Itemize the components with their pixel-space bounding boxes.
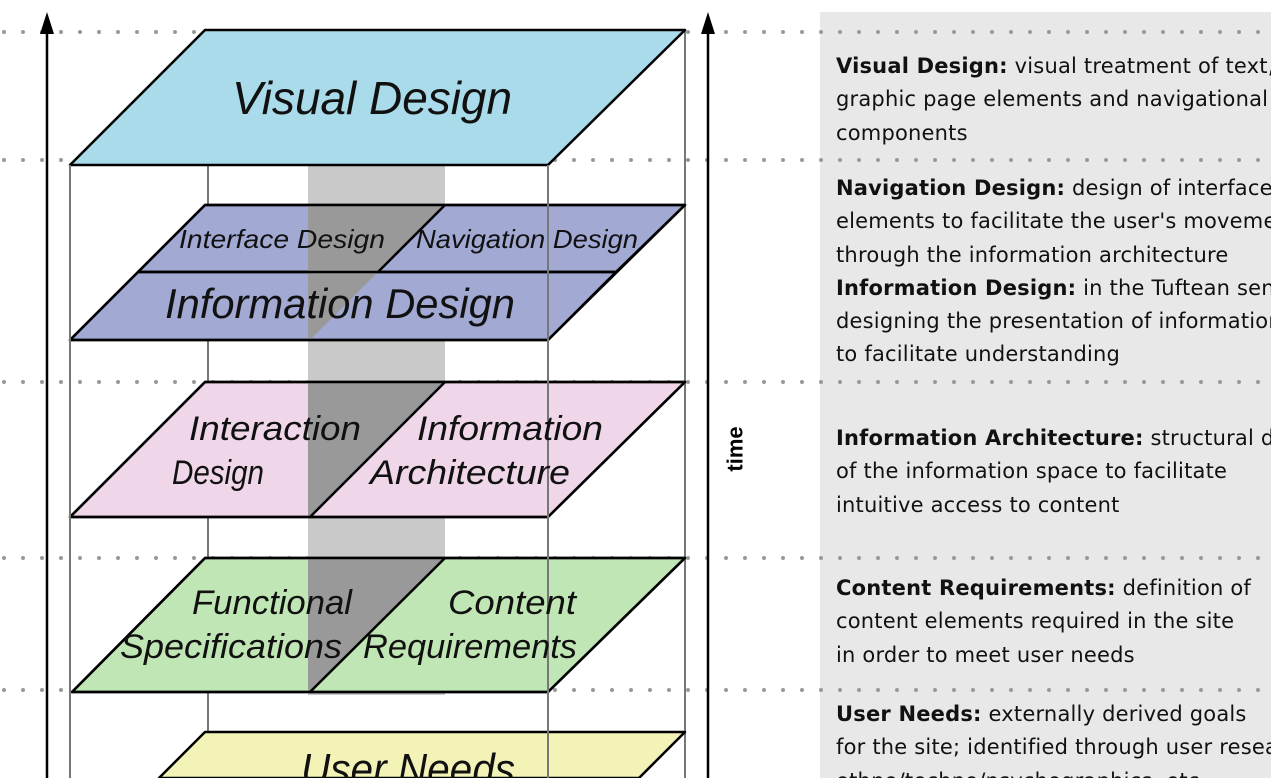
line: components <box>836 120 968 145</box>
line: externally derived goals <box>981 702 1247 726</box>
line: for the site; identified through user re… <box>836 735 1271 760</box>
line: to facilitate understanding <box>836 342 1121 367</box>
label-information: Information <box>417 410 603 448</box>
label-architecture: Architecture <box>368 454 570 492</box>
definition-navigation-design: Navigation Design: design of interface e… <box>836 172 1271 372</box>
column-dark-region <box>308 272 378 340</box>
line: of the information space to facilitate <box>836 459 1228 484</box>
term: Information Architecture: <box>836 426 1144 450</box>
time-axis-label: time <box>722 426 748 472</box>
column-dark-region <box>308 205 445 272</box>
term: Content Requirements: <box>836 576 1116 600</box>
term: User Needs: <box>836 702 982 726</box>
line: designing the presentation of informatio… <box>836 309 1271 334</box>
line: ethno/techno/psychographics, etc. <box>836 769 1206 778</box>
label-user-needs: User Needs <box>301 745 515 778</box>
line: intuitive access to content <box>836 492 1120 517</box>
label-design: Design <box>172 454 264 492</box>
label-interaction: Interaction <box>189 410 361 448</box>
label-visual-design: Visual Design <box>232 72 512 124</box>
definitions-panel: Visual Design: visual treatment of text,… <box>820 12 1271 778</box>
line: in the Tuftean sense: <box>1083 275 1271 300</box>
line: through the information architecture <box>836 242 1229 267</box>
term: Navigation Design: <box>836 176 1066 200</box>
definition-content-requirements: Content Requirements: definition of cont… <box>836 572 1251 672</box>
line: design of interface <box>1065 176 1271 200</box>
line: structural design <box>1150 426 1271 450</box>
divider-line <box>377 204 446 273</box>
label-interface-design: Interface Design <box>179 224 385 254</box>
label-requirements: Requirements <box>363 628 577 666</box>
arrowhead-icon <box>40 12 54 34</box>
definition-visual-design: Visual Design: visual treatment of text,… <box>836 50 1271 150</box>
definition-user-needs: User Needs: externally derived goals for… <box>836 698 1271 778</box>
label-content: Content <box>448 584 578 622</box>
divider-line <box>309 557 446 693</box>
line: content elements required in the site <box>836 609 1235 634</box>
line: visual treatment of text, <box>1007 54 1271 78</box>
definition-information-architecture: Information Architecture: structural des… <box>836 422 1271 522</box>
label-specifications: Specifications <box>120 628 342 666</box>
plane-user-needs <box>157 730 687 778</box>
term: Information Design: <box>836 275 1077 300</box>
arrowhead-icon <box>701 12 715 34</box>
line: graphic page elements and navigational <box>836 87 1269 112</box>
line: elements to facilitate the user's moveme… <box>836 209 1271 234</box>
label-navigation-design: Navigation Design <box>416 224 638 254</box>
label-functional: Functional <box>192 584 353 622</box>
line: in order to meet user needs <box>836 642 1135 667</box>
line: definition of <box>1115 576 1252 600</box>
divider-line <box>309 381 446 518</box>
label-information-design: Information Design <box>165 280 515 327</box>
term: Visual Design: <box>836 54 1008 78</box>
